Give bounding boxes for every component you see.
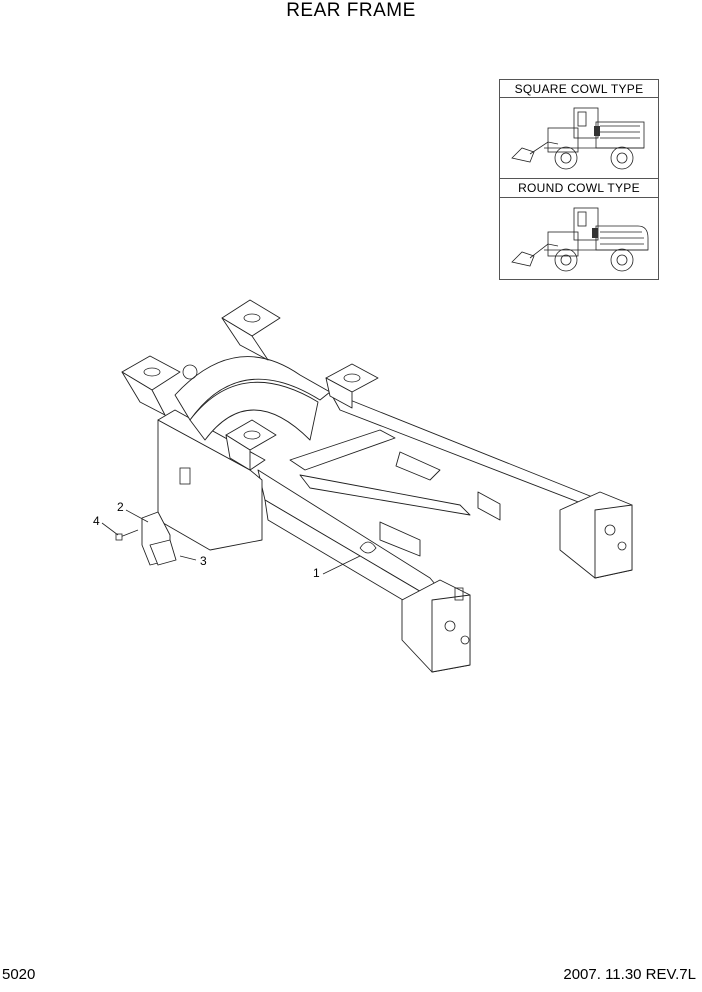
cowl-type-legend: SQUARE COWL TYPE ROUND COWL TYPE [499,79,659,280]
page-title: REAR FRAME [286,0,416,21]
callout-part-2: 2 [117,500,124,514]
callout-part-1: 1 [313,566,320,580]
legend-divider [500,197,658,198]
legend-divider [500,178,658,179]
square-cowl-label: SQUARE COWL TYPE [514,82,644,96]
page-number: 5020 [2,966,36,983]
revision-date: 2007. 11.30 REV.7L [563,966,696,983]
legend-divider [500,97,658,98]
square-cowl-loader-illustration [511,107,645,170]
round-cowl-loader-illustration [511,207,649,272]
callout-part-3: 3 [200,554,207,568]
round-cowl-label: ROUND COWL TYPE [518,181,640,195]
callout-part-4: 4 [93,514,100,528]
